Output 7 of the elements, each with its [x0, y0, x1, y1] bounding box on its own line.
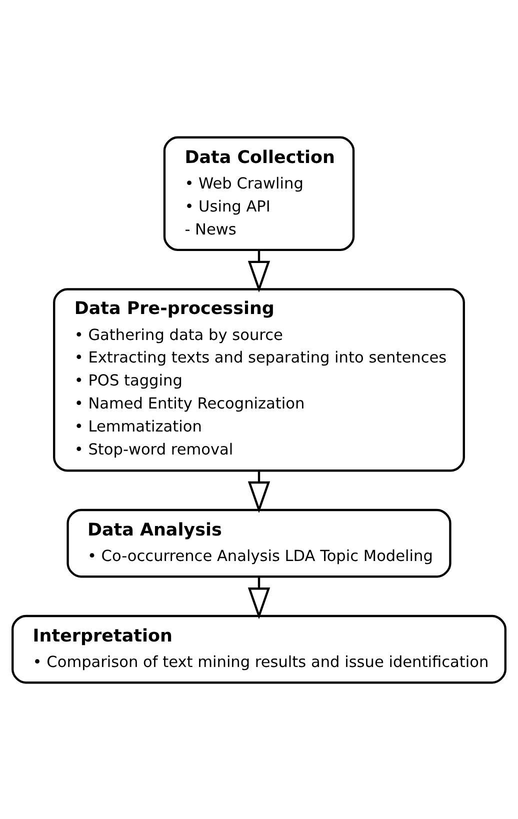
arrow — [248, 249, 270, 292]
arrow — [248, 576, 270, 619]
node-box: Interpretation • Comparison of text mining results and issue identification — [12, 614, 506, 684]
node-box: Data Analysis • Co-occurrence Analysis LDA Topic Modeling — [66, 508, 452, 578]
arrow — [248, 470, 270, 513]
node-box: Data Pre-processing • Gathering data by source • Extracting texts and separating into sentences • POS tagging • Named Entity Recognization • Lemmatization • Stop-word removal — [53, 288, 465, 472]
node-box: Data Collection • Web Crawling • Using API - News — [163, 136, 355, 251]
